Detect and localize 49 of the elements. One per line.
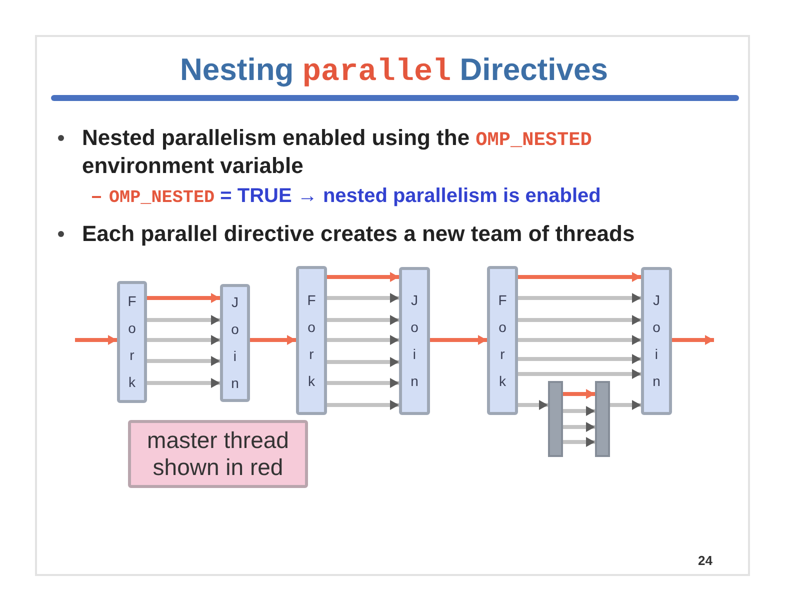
join-bar — [220, 284, 250, 402]
fork-bar — [487, 266, 518, 415]
thread-arrow — [563, 389, 595, 399]
thread-arrow — [518, 335, 641, 345]
thread-arrow — [327, 335, 399, 345]
node-label: J o i n — [231, 293, 239, 393]
thread-arrow — [563, 406, 595, 416]
thread-arrow — [75, 335, 117, 345]
thread-arrow — [147, 315, 220, 325]
thread-arrow — [327, 293, 399, 303]
thread-arrow — [250, 335, 296, 345]
thread-arrow — [147, 335, 220, 345]
bullet-text: Nested parallelism enabled using the OMP_NESTED environment variable — [82, 125, 593, 179]
thread-arrow — [327, 272, 399, 282]
thread-arrow — [610, 400, 641, 410]
fork-bar — [296, 266, 327, 415]
thread-arrow — [518, 293, 641, 303]
thread-arrow — [327, 315, 399, 325]
thread-arrow — [672, 335, 714, 345]
slide-title: Nesting parallel Directives — [180, 51, 608, 92]
node-label: F o r k — [498, 290, 507, 390]
note-box — [128, 420, 308, 488]
thread-arrow — [518, 315, 641, 325]
fork-bar — [117, 281, 147, 403]
node-label: J o i n — [410, 291, 418, 391]
page-number: 24 — [698, 553, 712, 568]
thread-arrow — [327, 400, 399, 410]
join-bar — [641, 267, 672, 415]
thread-arrow — [147, 293, 220, 303]
thread-arrow — [518, 400, 548, 410]
thread-arrow — [518, 354, 641, 364]
node-label: J o i n — [652, 291, 660, 391]
node-label: master thread shown in red — [146, 427, 290, 481]
nested-join-bar — [595, 381, 610, 457]
thread-arrow — [518, 272, 641, 282]
nested-fork-bar — [548, 381, 563, 457]
sub-bullet-text: OMP_NESTED = TRUE → nested parallelism is enabled — [109, 184, 601, 210]
thread-arrow — [147, 356, 220, 366]
thread-arrow — [518, 369, 641, 379]
bullet-text: Each parallel directive creates a new team of threads — [82, 221, 636, 247]
node-label: F o r k — [307, 290, 316, 390]
thread-arrow — [430, 335, 487, 345]
thread-arrow — [327, 357, 399, 367]
thread-arrow — [327, 378, 399, 388]
thread-arrow — [563, 422, 595, 432]
thread-arrow — [563, 437, 595, 447]
node-label: F o r k — [128, 292, 136, 392]
thread-arrow — [147, 378, 220, 388]
join-bar — [399, 267, 430, 415]
